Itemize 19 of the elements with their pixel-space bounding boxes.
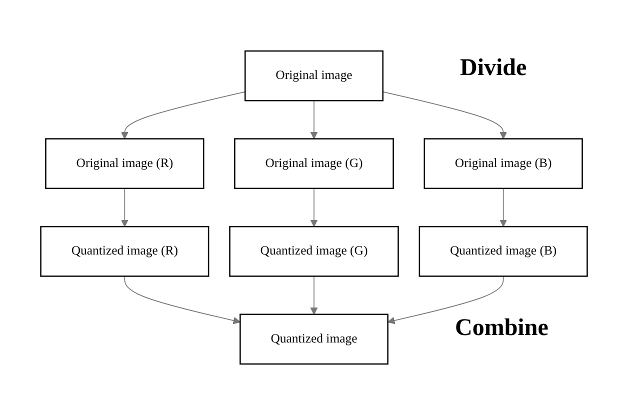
arrow	[120, 187, 128, 226]
node-box: Quantized image (R)	[40, 225, 209, 276]
arrow	[310, 275, 318, 314]
node-box: Original image (B)	[423, 138, 582, 189]
arrow	[310, 100, 318, 139]
node-box: Original image	[244, 50, 383, 101]
node-box: Original image (R)	[44, 138, 204, 189]
node-box: Quantized image (B)	[418, 225, 588, 276]
arrow	[124, 275, 240, 324]
stage-label: Combine	[455, 315, 548, 342]
arrow	[382, 90, 507, 139]
arrow	[386, 275, 504, 324]
node-box: Original image (G)	[234, 138, 394, 189]
arrow	[120, 90, 246, 139]
node-box: Quantized image	[239, 313, 388, 364]
stage-label: Divide	[460, 55, 527, 82]
arrow	[499, 187, 507, 226]
arrow	[310, 187, 318, 226]
node-box: Quantized image (G)	[228, 225, 398, 276]
